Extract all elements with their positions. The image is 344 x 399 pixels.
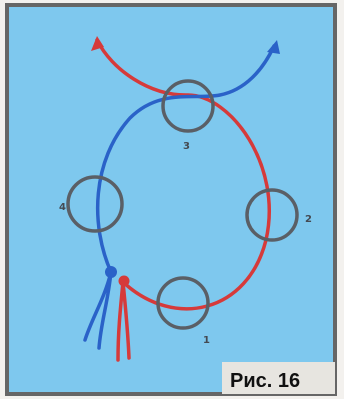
ring-label-2: 2 xyxy=(305,214,312,225)
ring-label-3: 3 xyxy=(183,141,190,152)
diagram-panel xyxy=(7,5,335,394)
ring-label-4: 4 xyxy=(59,202,66,213)
figure-caption: Рис. 16 xyxy=(230,370,300,392)
ring-label-1: 1 xyxy=(203,335,210,346)
blue-knot xyxy=(105,266,117,278)
red-knot xyxy=(119,276,130,287)
